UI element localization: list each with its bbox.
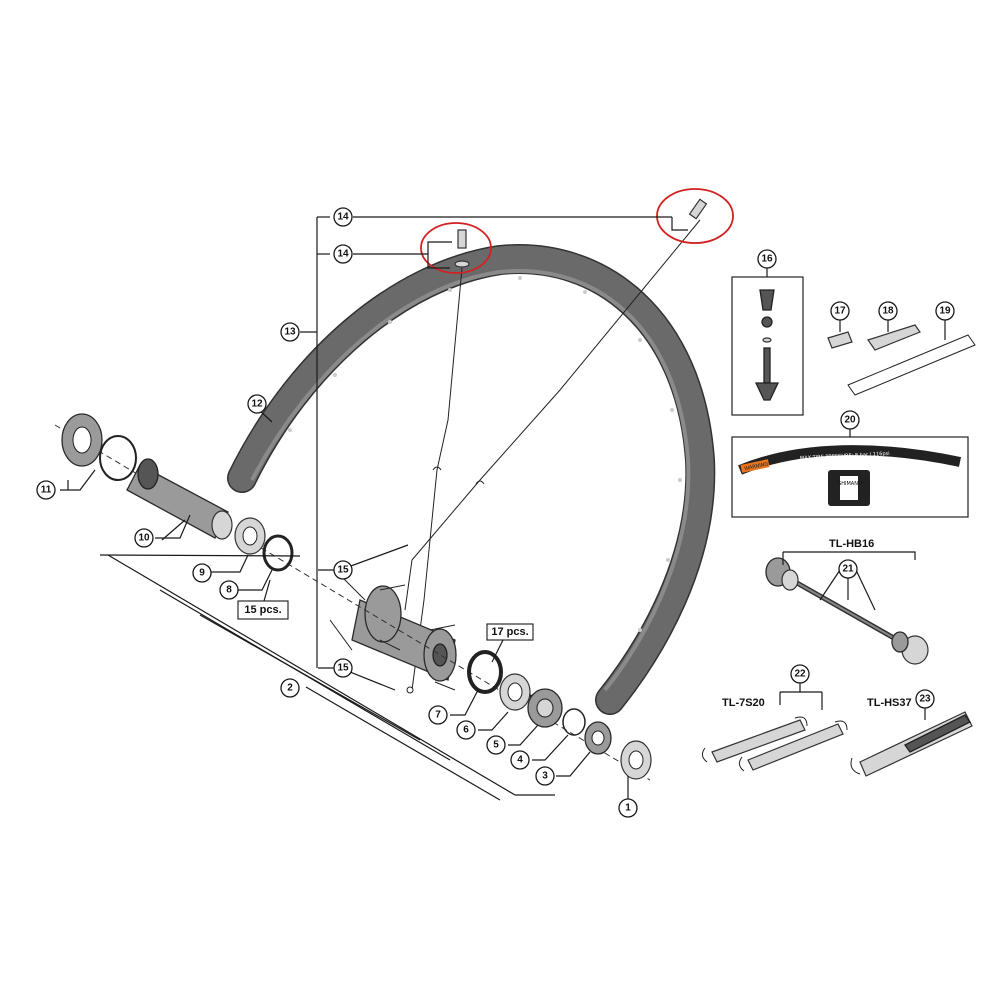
callout-20: 20 [840, 410, 860, 430]
highlight-circle-right-nipple [656, 188, 734, 244]
callout-16-label: 16 [761, 254, 773, 265]
callout-17-label: 17 [834, 306, 846, 317]
o-ring-4 [562, 708, 586, 736]
hub-body [351, 584, 457, 691]
callout-9-label: 9 [199, 568, 205, 579]
callout-18-label: 18 [882, 306, 894, 317]
qty-tag-spoke-nipples: 15 pcs. [237, 600, 289, 620]
callout-21: 21 [838, 559, 858, 579]
callout-15-top-label: 15 [337, 565, 349, 576]
callout-15-bottom-label: 15 [337, 663, 349, 674]
callout-22: 22 [790, 664, 810, 684]
ring-6 [499, 673, 531, 711]
part-17 [827, 320, 853, 349]
tool-label-tl-hs37: TL-HS37 [867, 697, 912, 709]
qty-tag-spokes-label: 17 pcs. [491, 626, 528, 638]
callout-14-bottom-label: 14 [337, 249, 349, 260]
callout-13: 13 [280, 322, 300, 342]
decal-box: WARNING MAX TIRE PRESSURE: 8 bar / 116ps… [731, 428, 969, 518]
cone-wrenches [701, 682, 848, 772]
callout-12-label: 12 [251, 399, 263, 410]
lock-ring-3 [584, 721, 612, 755]
spacer-8 [262, 534, 294, 572]
tool-label-tl-7s20: TL-7S20 [722, 697, 765, 709]
callout-6-label: 6 [463, 725, 469, 736]
end-cap-right [620, 740, 652, 780]
callout-2-label: 2 [287, 683, 293, 694]
callout-4-label: 4 [517, 755, 523, 766]
callout-5-label: 5 [493, 740, 499, 751]
rim [227, 244, 716, 715]
callout-4: 4 [510, 750, 530, 770]
highlight-circle-top-nipple [420, 222, 492, 274]
callout-11-label: 11 [41, 485, 52, 496]
end-cap-left [61, 413, 103, 467]
callout-22-label: 22 [794, 669, 806, 680]
hub-leaders [60, 407, 629, 801]
part-18 [867, 320, 921, 351]
washer-7 [467, 650, 503, 694]
o-ring-left [99, 435, 137, 481]
valve-parts-box [731, 268, 804, 416]
callout-3-label: 3 [542, 771, 548, 782]
callout-14-top: 14 [333, 207, 353, 227]
callout-6: 6 [456, 720, 476, 740]
callout-10: 10 [134, 528, 154, 548]
callout-19: 19 [935, 301, 955, 321]
spoke-nipple-right [688, 198, 708, 220]
callout-2: 2 [280, 678, 300, 698]
axle-tool [765, 551, 929, 665]
callout-5: 5 [486, 735, 506, 755]
callout-10-label: 10 [138, 533, 150, 544]
spacer-9 [234, 517, 266, 555]
callout-19-label: 19 [939, 306, 951, 317]
callout-14-top-label: 14 [337, 212, 349, 223]
callout-17: 17 [830, 301, 850, 321]
callout-21-label: 21 [842, 564, 854, 575]
callout-7: 7 [428, 705, 448, 725]
callout-18: 18 [878, 301, 898, 321]
spoke-nipple-top [454, 229, 470, 268]
qty-tag-spokes: 17 pcs. [486, 623, 534, 641]
callout-8: 8 [219, 580, 239, 600]
callout-20-label: 20 [844, 415, 856, 426]
callout-1-label: 1 [625, 803, 631, 814]
bracket-13-14 [300, 216, 688, 668]
axle [126, 458, 233, 540]
callout-16: 16 [757, 249, 777, 269]
callout-23-label: 23 [919, 694, 931, 705]
decal-pressure-text: MAX TIRE PRESSURE: 8 bar / 116psi [800, 451, 890, 462]
decal-warning-text: WARNING [744, 461, 769, 472]
callout-15-top: 15 [333, 560, 353, 580]
callout-15-bottom: 15 [333, 658, 353, 678]
tool-label-tl-hb16: TL-HB16 [829, 538, 874, 550]
callout-13-label: 13 [284, 327, 296, 338]
hub-spanner [850, 707, 973, 777]
callout-9: 9 [192, 563, 212, 583]
callout-7-label: 7 [435, 710, 441, 721]
decal-brand-text: SHIMANO [838, 481, 862, 487]
part-19 [847, 320, 976, 396]
callout-23: 23 [915, 689, 935, 709]
bearing-5 [527, 688, 563, 728]
qty-tag-spoke-nipples-label: 15 pcs. [244, 604, 281, 616]
callout-1: 1 [618, 798, 638, 818]
callout-12: 12 [247, 394, 267, 414]
callout-3: 3 [535, 766, 555, 786]
callout-8-label: 8 [226, 585, 232, 596]
callout-11: 11 [36, 480, 56, 500]
callout-14-bottom: 14 [333, 244, 353, 264]
